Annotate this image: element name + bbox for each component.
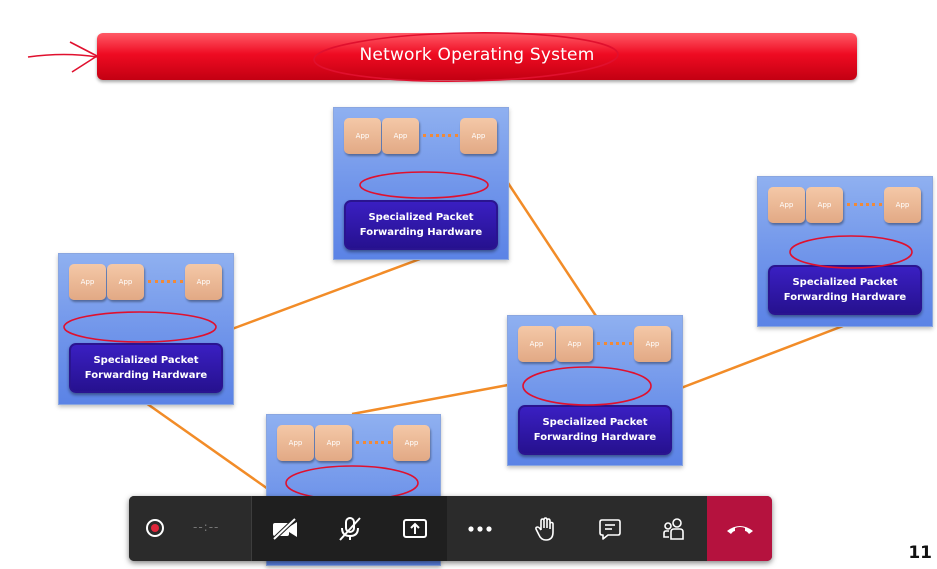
network-node: App App App Specialized Packet Forwardin… <box>333 107 509 260</box>
link <box>145 401 269 491</box>
forwarding-hardware: Specialized Packet Forwarding Hardware <box>768 265 922 315</box>
forwarding-hardware: Specialized Packet Forwarding Hardware <box>518 405 672 455</box>
ellipsis-dots <box>847 203 882 210</box>
app-box: App <box>556 326 593 362</box>
meeting-toolbar: --:-- <box>129 496 772 561</box>
raise-hand-button[interactable] <box>512 496 577 561</box>
link <box>506 182 598 317</box>
ellipsis-dots <box>148 280 183 287</box>
app-box: App <box>806 187 843 223</box>
app-box: App <box>768 187 805 223</box>
hardware-label: Specialized Packet Forwarding Hardware <box>783 277 907 303</box>
hang-up-icon <box>726 525 753 534</box>
forwarding-hardware: Specialized Packet Forwarding Hardware <box>344 200 498 250</box>
app-box: App <box>382 118 419 154</box>
app-box: App <box>107 264 144 300</box>
network-node: App App App Specialized Packet Forwardin… <box>58 253 234 405</box>
app-box: App <box>277 425 314 461</box>
hardware-label: Specialized Packet Forwarding Hardware <box>359 212 483 238</box>
more-button[interactable] <box>447 496 512 561</box>
share-screen-button[interactable] <box>382 496 447 561</box>
chat-button[interactable] <box>577 496 642 561</box>
app-box: App <box>460 118 497 154</box>
link <box>351 383 509 416</box>
participants-icon <box>662 517 684 540</box>
app-box: App <box>634 326 671 362</box>
recording-section: --:-- <box>129 496 252 561</box>
ellipsis-dots <box>423 134 458 141</box>
link <box>231 257 421 331</box>
raise-hand-icon <box>534 516 554 541</box>
ellipsis-dots <box>597 342 632 349</box>
participants-button[interactable] <box>642 496 707 561</box>
leave-call-button[interactable] <box>707 496 772 561</box>
network-node: App App App Specialized Packet Forwardin… <box>507 315 683 466</box>
app-box: App <box>185 264 222 300</box>
hardware-label: Specialized Packet Forwarding Hardware <box>84 355 208 381</box>
title-banner: Network Operating System <box>97 33 857 80</box>
app-box: App <box>884 187 921 223</box>
share-screen-icon <box>402 518 427 538</box>
ellipsis-dots <box>356 441 391 448</box>
app-box: App <box>518 326 555 362</box>
network-node: App App App Specialized Packet Forwardin… <box>757 176 933 327</box>
app-box: App <box>393 425 430 461</box>
app-box: App <box>344 118 381 154</box>
app-box: App <box>69 264 106 300</box>
camera-off-button[interactable] <box>252 496 317 561</box>
slide-number: 11 <box>908 543 932 563</box>
link <box>680 324 844 390</box>
record-icon[interactable] <box>146 519 164 537</box>
mic-off-icon <box>338 516 361 541</box>
slide-title: Network Operating System <box>359 45 595 65</box>
more-icon <box>467 525 492 532</box>
recording-timer: --:-- <box>193 520 220 534</box>
app-box: App <box>315 425 352 461</box>
chat-icon <box>598 518 621 540</box>
forwarding-hardware: Specialized Packet Forwarding Hardware <box>69 343 223 393</box>
hardware-label: Specialized Packet Forwarding Hardware <box>533 417 657 443</box>
mic-off-button[interactable] <box>317 496 382 561</box>
video-off-icon <box>272 517 297 540</box>
